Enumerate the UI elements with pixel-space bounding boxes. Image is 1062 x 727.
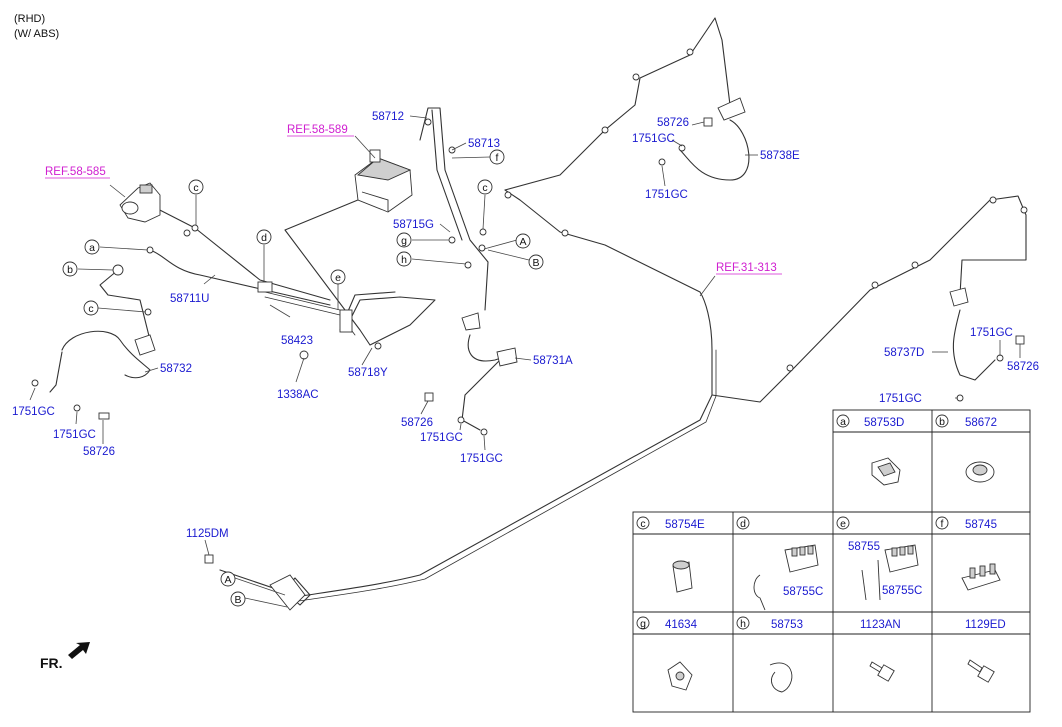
part-1751gc-right-1[interactable]: 1751GC [970,327,1013,339]
legend-letter-g: g [640,618,646,630]
abs-module [354,149,413,213]
parts-legend-table: a 58753D b 58672 c 58754E d e f 58745 g … [632,409,1031,713]
callout-A-bottom[interactable]: A [224,574,231,586]
brackets [134,97,969,611]
legend-part-58754e[interactable]: 58754E [665,519,705,531]
part-1338ac[interactable]: 1338AC [277,389,319,401]
fittings [31,48,1028,564]
note-rhd: (RHD) [14,13,45,25]
part-1123an-bolt-drawing [869,661,895,682]
legend-letter-h: h [740,618,746,630]
legend-letter-e: e [840,518,846,530]
part-1129ed-bolt-drawing [967,659,995,683]
part-58737d[interactable]: 58737D [884,347,924,359]
part-1751gc-right-2[interactable]: 1751GC [879,393,922,405]
callout-A-top[interactable]: A [519,236,526,248]
part-58754e-drawing [672,560,693,593]
brake-tube-network [49,17,1027,606]
part-58755c-clamp-d-drawing [753,544,819,611]
legend-letter-c: c [640,518,645,530]
callout-c-top[interactable]: c [193,182,198,194]
callout-e[interactable]: e [335,272,341,284]
ref-58-589[interactable]: REF.58-589 [287,124,348,136]
part-labels: 58712 58713 58715G 58711U 58423 1338AC 5… [12,111,1039,540]
part-41634-clip-drawing [667,661,693,691]
legend-part-58755c-d[interactable]: 58755C [783,586,823,598]
legend-part-1123an[interactable]: 1123AN [860,619,901,631]
part-58726-right[interactable]: 58726 [1007,361,1039,373]
callout-B-bottom[interactable]: B [234,594,241,606]
front-indicator: FR. [40,642,90,671]
note-abs: (W/ ABS) [14,28,59,40]
part-58732[interactable]: 58732 [160,363,192,375]
callout-h[interactable]: h [401,254,407,266]
part-58753d-drawing [871,457,901,486]
part-58731a[interactable]: 58731A [533,355,573,367]
legend-part-41634[interactable]: 41634 [665,619,698,631]
front-arrow-icon [68,642,90,659]
callout-b[interactable]: b [67,264,73,276]
callout-a[interactable]: a [89,242,95,254]
callout-f[interactable]: f [496,152,499,164]
callout-B-top[interactable]: B [532,257,539,269]
part-1751gc-mid-1[interactable]: 1751GC [420,432,463,444]
part-58423[interactable]: 58423 [281,335,313,347]
legend-letter-a: a [840,416,846,428]
legend-part-58755-e[interactable]: 58755 [848,541,880,553]
callout-c-mid[interactable]: c [482,182,487,194]
legend-letter-f: f [941,518,944,530]
callout-d[interactable]: d [261,232,267,244]
part-1751gc-left-2[interactable]: 1751GC [53,429,96,441]
part-58726-left[interactable]: 58726 [83,446,115,458]
part-58711u[interactable]: 58711U [170,293,209,305]
part-58753-clip-drawing [769,662,793,693]
part-1751gc-top-1[interactable]: 1751GC [632,133,675,145]
part-58745-clip-drawing [961,563,1001,591]
part-58726-mid[interactable]: 58726 [401,417,433,429]
part-58738e[interactable]: 58738E [760,150,800,162]
part-58712[interactable]: 58712 [372,111,404,123]
legend-part-58745[interactable]: 58745 [965,519,997,531]
part-58718y[interactable]: 58718Y [348,367,388,379]
part-1125dm[interactable]: 1125DM [186,528,229,540]
legend-part-58672[interactable]: 58672 [965,417,997,429]
reference-labels: REF.58-589 REF.58-585 REF.31-313 [45,124,782,275]
callout-c-left[interactable]: c [88,303,93,315]
part-58726-top[interactable]: 58726 [657,117,689,129]
leader-lines [29,115,1021,608]
legend-letter-b: b [939,416,945,428]
legend-part-1129ed[interactable]: 1129ED [965,619,1006,631]
legend-part-58755c-e[interactable]: 58755C [882,585,922,597]
ref-31-313[interactable]: REF.31-313 [716,262,777,274]
part-58672-grommet-drawing [965,461,995,483]
legend-part-58753d[interactable]: 58753D [864,417,904,429]
part-1751gc-left-1[interactable]: 1751GC [12,406,55,418]
part-58715g[interactable]: 58715G [393,219,434,231]
ref-58-585[interactable]: REF.58-585 [45,166,106,178]
callouts: a b c c d e f c g h A B A B [62,149,544,607]
front-label: FR. [40,655,63,671]
part-1751gc-top-2[interactable]: 1751GC [645,189,688,201]
legend-letter-d: d [740,518,746,530]
part-1751gc-mid-2[interactable]: 1751GC [460,453,503,465]
part-58713[interactable]: 58713 [468,138,500,150]
callout-g[interactable]: g [401,235,407,247]
part-58755c-clamp-e-drawing [861,544,919,601]
master-cylinder [119,182,161,223]
legend-part-58753[interactable]: 58753 [771,619,803,631]
